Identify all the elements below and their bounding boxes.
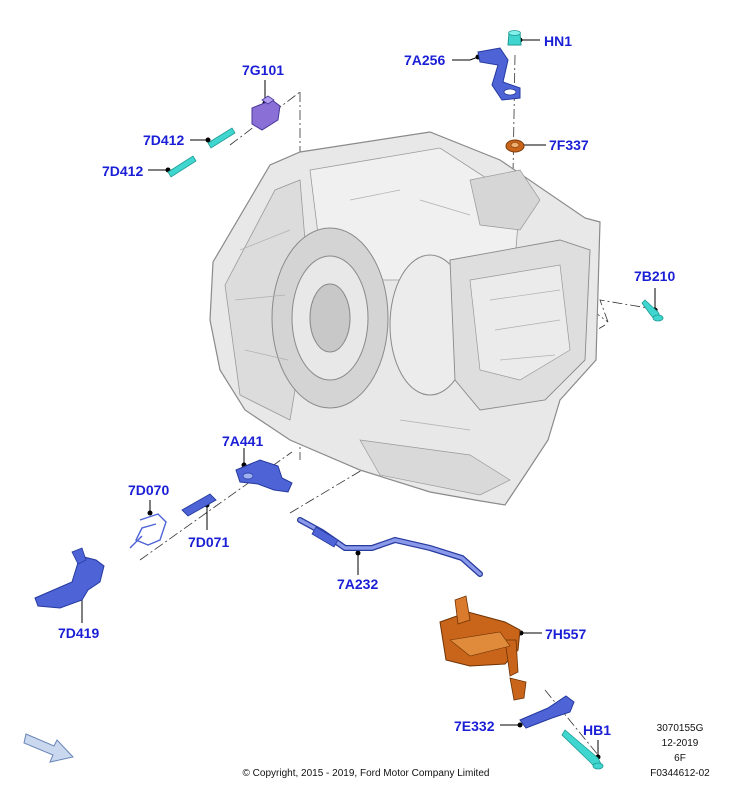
part-7h557-selector [439, 595, 527, 701]
copyright-notice: © Copyright, 2015 - 2019, Ford Motor Com… [242, 768, 490, 779]
part-7d071-pin [181, 493, 217, 517]
callout-label-7d412-upper: 7D412 [143, 132, 185, 148]
part-hb1-bolt [561, 729, 604, 770]
part-hn1-nut [507, 30, 522, 46]
callout-label-7h557: 7H557 [545, 626, 587, 642]
callout-label-7d070: 7D070 [128, 482, 170, 498]
reference-model: 6F [674, 753, 686, 764]
callout-label-7a232: 7A232 [337, 576, 379, 592]
part-7f337-seal [505, 139, 525, 153]
front-direction-arrow-icon [23, 733, 74, 763]
part-7a441-lever [235, 459, 293, 493]
callout-label-hb1: HB1 [583, 722, 612, 738]
part-7a256-bracket [477, 47, 521, 101]
part-7e332-bracket [519, 695, 575, 729]
part-7d070-spring [129, 513, 167, 549]
callout-label-7d412-lower: 7D412 [102, 163, 144, 179]
part-7d412-stud-upper [207, 127, 236, 149]
reference-number: 3070155G [656, 723, 704, 734]
callout-label-7f337: 7F337 [549, 137, 589, 153]
callout-label-7d071: 7D071 [188, 534, 230, 550]
callout-label-7a256: 7A256 [404, 52, 446, 68]
part-7d412-stud-lower [167, 155, 197, 178]
part-7b210-bolt [641, 299, 664, 322]
part-7a232-cable [297, 517, 483, 577]
callout-label-7d419: 7D419 [58, 625, 100, 641]
figure-id: F0344612-02 [650, 768, 710, 779]
callout-label-7a441: 7A441 [222, 433, 264, 449]
callout-label-7e332: 7E332 [454, 718, 495, 734]
part-7d419-bracket [34, 547, 105, 609]
transmission-housing [209, 131, 601, 506]
callout-label-hn1: HN1 [544, 33, 573, 49]
callout-label-7b210: 7B210 [634, 268, 676, 284]
reference-date: 12-2019 [661, 738, 699, 749]
part-7g101-sensor [251, 95, 281, 131]
callout-label-7g101: 7G101 [242, 62, 285, 78]
